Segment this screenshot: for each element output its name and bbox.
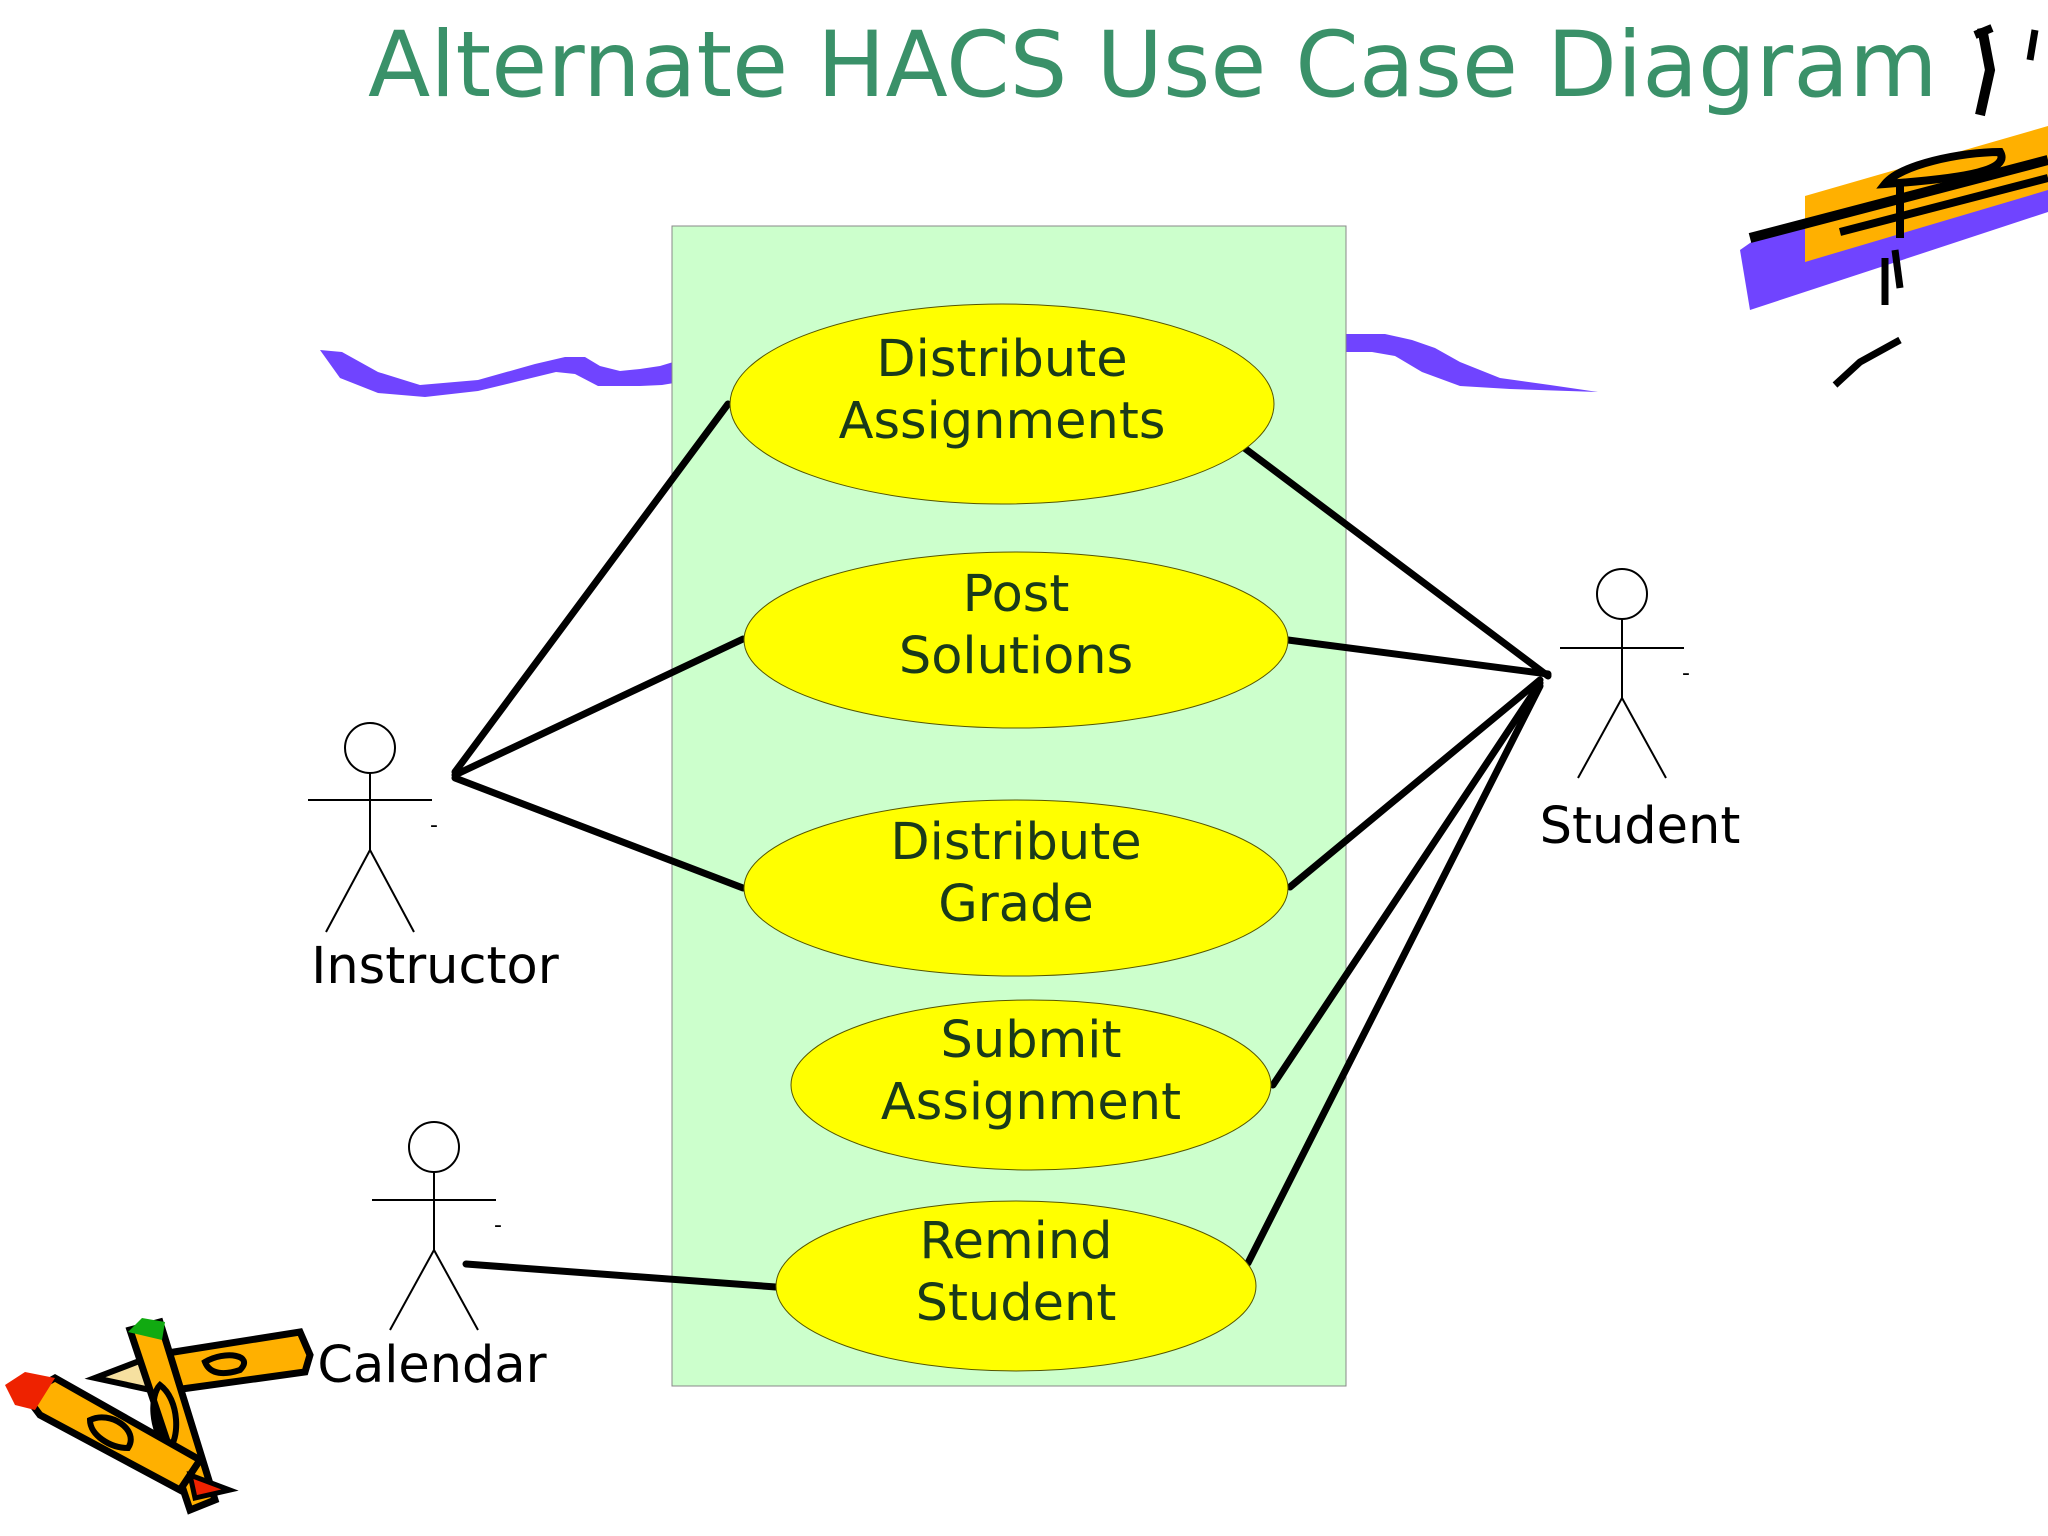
decorative-wave xyxy=(320,334,1598,397)
pencil-clipart-icon xyxy=(1740,24,2048,388)
actor-marker: - xyxy=(494,1213,502,1238)
association-line-instructor-distribute-assignments xyxy=(451,400,732,776)
association-line-calendar-remind-student xyxy=(462,1260,780,1291)
actors: - Instructor - Student - Calendar xyxy=(308,568,1741,1395)
actor-marker: - xyxy=(430,813,438,838)
actor-label: Calendar xyxy=(317,1336,546,1395)
use-case-label-line: Remind xyxy=(919,1212,1112,1271)
association-line-student-remind-student xyxy=(1244,682,1544,1267)
use-cases: DistributeAssignmentsPostSolutionsDistri… xyxy=(729,303,1289,1372)
diagram-title: Alternate HACS Use Case Diagram xyxy=(368,13,1938,118)
actor-student: - Student xyxy=(1540,568,1741,856)
use-case-label-line: Submit xyxy=(941,1011,1122,1070)
associations xyxy=(451,400,1552,1291)
actor-label: Student xyxy=(1540,797,1741,856)
use-case-label-line: Assignments xyxy=(839,392,1166,451)
use-case-label-line: Distribute xyxy=(876,330,1127,389)
stick-figure-icon xyxy=(308,722,432,933)
association-line-student-distribute-assignments xyxy=(1235,440,1552,680)
actor-marker: - xyxy=(1682,661,1690,686)
association-line-student-distribute-grade xyxy=(1286,676,1544,891)
stick-figure-icon xyxy=(1560,568,1684,779)
actor-label: Instructor xyxy=(311,937,558,996)
pencils-clipart-icon xyxy=(5,1317,314,1515)
use-case-ellipse xyxy=(790,999,1272,1171)
use-case-ellipse xyxy=(775,1200,1257,1372)
association-line-student-submit-assignment xyxy=(1269,679,1544,1089)
use-case-label-line: Distribute xyxy=(890,813,1141,872)
use-case-ellipse xyxy=(743,799,1289,977)
association-line-instructor-distribute-grade xyxy=(451,774,747,892)
use-case-label-line: Post xyxy=(963,565,1070,624)
use-case-ellipse xyxy=(743,551,1289,729)
use-case-label-line: Assignment xyxy=(881,1073,1181,1132)
use-case-label-line: Solutions xyxy=(899,627,1133,686)
use-case-label-line: Student xyxy=(916,1274,1117,1333)
association-line-instructor-post-solutions xyxy=(451,635,747,779)
association-line-student-post-solutions xyxy=(1284,636,1552,678)
use-case-label-line: Grade xyxy=(938,875,1094,934)
use-case-ellipse xyxy=(729,303,1275,505)
actor-instructor: - Instructor xyxy=(308,722,559,996)
actor-calendar: - Calendar xyxy=(317,1121,547,1395)
stick-figure-icon xyxy=(372,1121,496,1331)
